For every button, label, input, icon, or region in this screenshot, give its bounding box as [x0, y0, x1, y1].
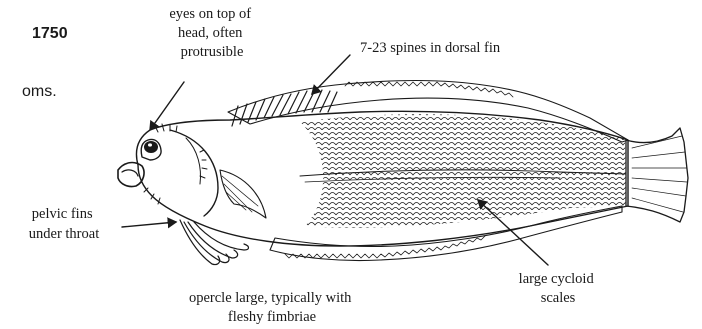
fish-head — [118, 124, 218, 216]
label-pelvic-fins: pelvic fins under throat — [29, 206, 99, 242]
label-eyes: eyes on top of head, often protrusible — [169, 6, 254, 60]
opercle — [170, 130, 218, 216]
label-opercle: opercle large, typically with fleshy fim… — [189, 290, 355, 325]
label-dorsal-spines: 7-23 spines in dorsal fin — [360, 40, 501, 56]
label-cycloid-scales: large cycloid scales — [519, 271, 598, 306]
cropped-text-bottom: oms. — [22, 83, 57, 100]
pelvic-arrow — [122, 222, 176, 227]
fish-illustration — [118, 81, 688, 265]
cropped-text-top: 1750 — [32, 25, 68, 42]
pectoral-fin — [220, 170, 266, 218]
fish-eye — [144, 141, 158, 153]
dorsal-arrow — [312, 55, 350, 94]
pelvic-fins — [180, 220, 249, 265]
